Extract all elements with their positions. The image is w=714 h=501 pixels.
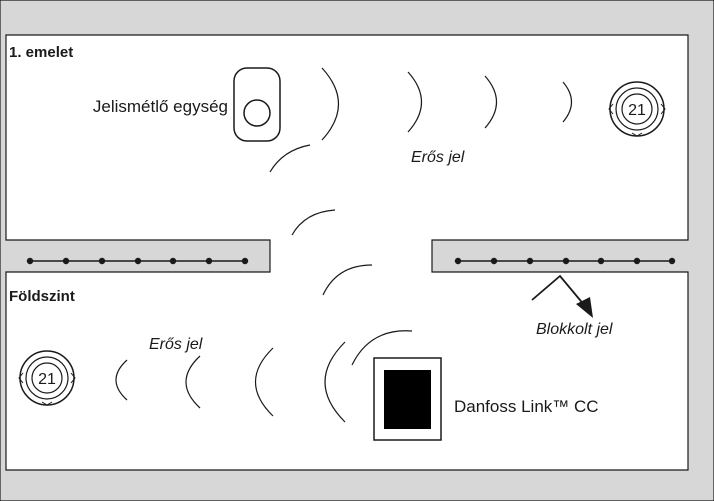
- signal-wave: [291, 209, 336, 236]
- ground-floor-label: Földszint: [9, 288, 75, 305]
- signal-wave: [254, 347, 274, 417]
- signal-wave: [484, 75, 498, 129]
- controller-icon: [373, 357, 442, 441]
- thermostat-upper-value: 21: [628, 102, 646, 119]
- signal-wave: [562, 81, 573, 123]
- blocked-signal-arrow: [531, 274, 593, 318]
- signal-wave: [324, 341, 346, 423]
- thermostat-ground-value: 21: [38, 371, 56, 388]
- ground-strong-signal-label: Erős jel: [149, 336, 203, 353]
- repeater-label: Jelismétlő egység: [93, 97, 228, 116]
- signal-wave: [269, 144, 311, 173]
- repeater-icon: [233, 67, 281, 142]
- ground-floor-signal-waves: [115, 341, 346, 423]
- thermostat-icon-upper: [608, 81, 666, 137]
- signal-wave: [351, 330, 413, 366]
- signal-wave: [407, 71, 422, 133]
- signal-wave: [185, 355, 201, 409]
- signal-wave: [322, 264, 373, 296]
- signal-wave: [115, 359, 128, 401]
- controller-label: Danfoss Link™ CC: [454, 397, 599, 416]
- stairwell-signal-waves: [269, 144, 413, 366]
- upper-floor-label: 1. emelet: [9, 44, 73, 61]
- floor-slab-right: [454, 257, 676, 265]
- thermostat-icon-ground: [18, 350, 76, 406]
- blocked-signal-label: Blokkolt jel: [536, 321, 613, 338]
- upper-strong-signal-label: Erős jel: [411, 149, 465, 166]
- floor-slab-left: [26, 257, 249, 265]
- signal-wave: [321, 67, 340, 141]
- upper-floor-signal-waves: [321, 67, 573, 141]
